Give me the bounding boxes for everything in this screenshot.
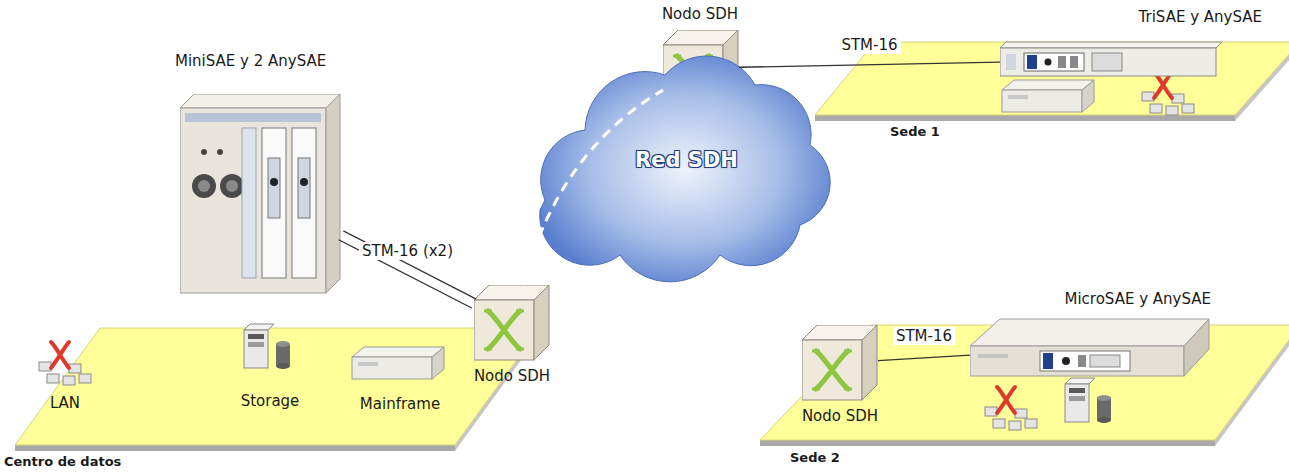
equipment-chassis: MiniSAE y 2 AnySAE — [175, 52, 385, 302]
equipment-chassis-picture — [180, 94, 341, 294]
sdh-node-picture — [802, 325, 878, 401]
node-label: Nodo SDH — [645, 5, 755, 23]
mainframe-icon: Mainframe — [345, 345, 455, 425]
storage-icon-picture — [243, 322, 293, 372]
mainframe-icon-picture — [351, 345, 447, 381]
node-label: Red SDH — [635, 148, 765, 172]
sdh-node-picture — [474, 285, 550, 361]
stm-link — [339, 231, 477, 308]
storage-icon: Storage — [225, 322, 315, 422]
node-label: Storage — [225, 392, 315, 410]
site-platform: Sede 1 TriSAE y AnySAE — [780, 0, 1289, 150]
node-label: Sede 1 — [890, 124, 990, 139]
equipment-box-picture — [970, 318, 1210, 378]
link-label: STM-16 (x2) — [359, 242, 456, 260]
sdh-node: Nodo SDH — [790, 325, 890, 430]
lan-icon: LAN — [25, 338, 105, 424]
node-label: MicroSAE y AnySAE — [965, 290, 1211, 308]
lan-icon-picture — [37, 338, 93, 386]
node-label: Nodo SDH — [790, 407, 890, 425]
link-label: STM-16 — [838, 36, 900, 54]
site-platform: Centro de datosMiniSAE y 2 AnySAELANStor… — [0, 60, 560, 473]
equipment-box: MicroSAE y AnySAE — [965, 290, 1215, 382]
node-label: Sede 2 — [790, 450, 890, 465]
equipment-rack: TriSAE y AnySAE — [1000, 8, 1265, 84]
node-label: Nodo SDH — [462, 367, 562, 385]
node-label: MiniSAE y 2 AnySAE — [175, 52, 385, 70]
node-label: TriSAE y AnySAE — [1000, 8, 1262, 26]
equipment-rack-picture — [1000, 40, 1224, 80]
node-label: Centro de datos — [4, 454, 154, 469]
network-cloud: Red SDH — [505, 50, 835, 285]
node-label: Mainframe — [345, 395, 455, 413]
sdh-link — [550, 284, 802, 334]
node-label: LAN — [25, 394, 105, 412]
sdh-node: Nodo SDH — [462, 285, 562, 390]
link-label: STM-16 — [893, 327, 955, 345]
